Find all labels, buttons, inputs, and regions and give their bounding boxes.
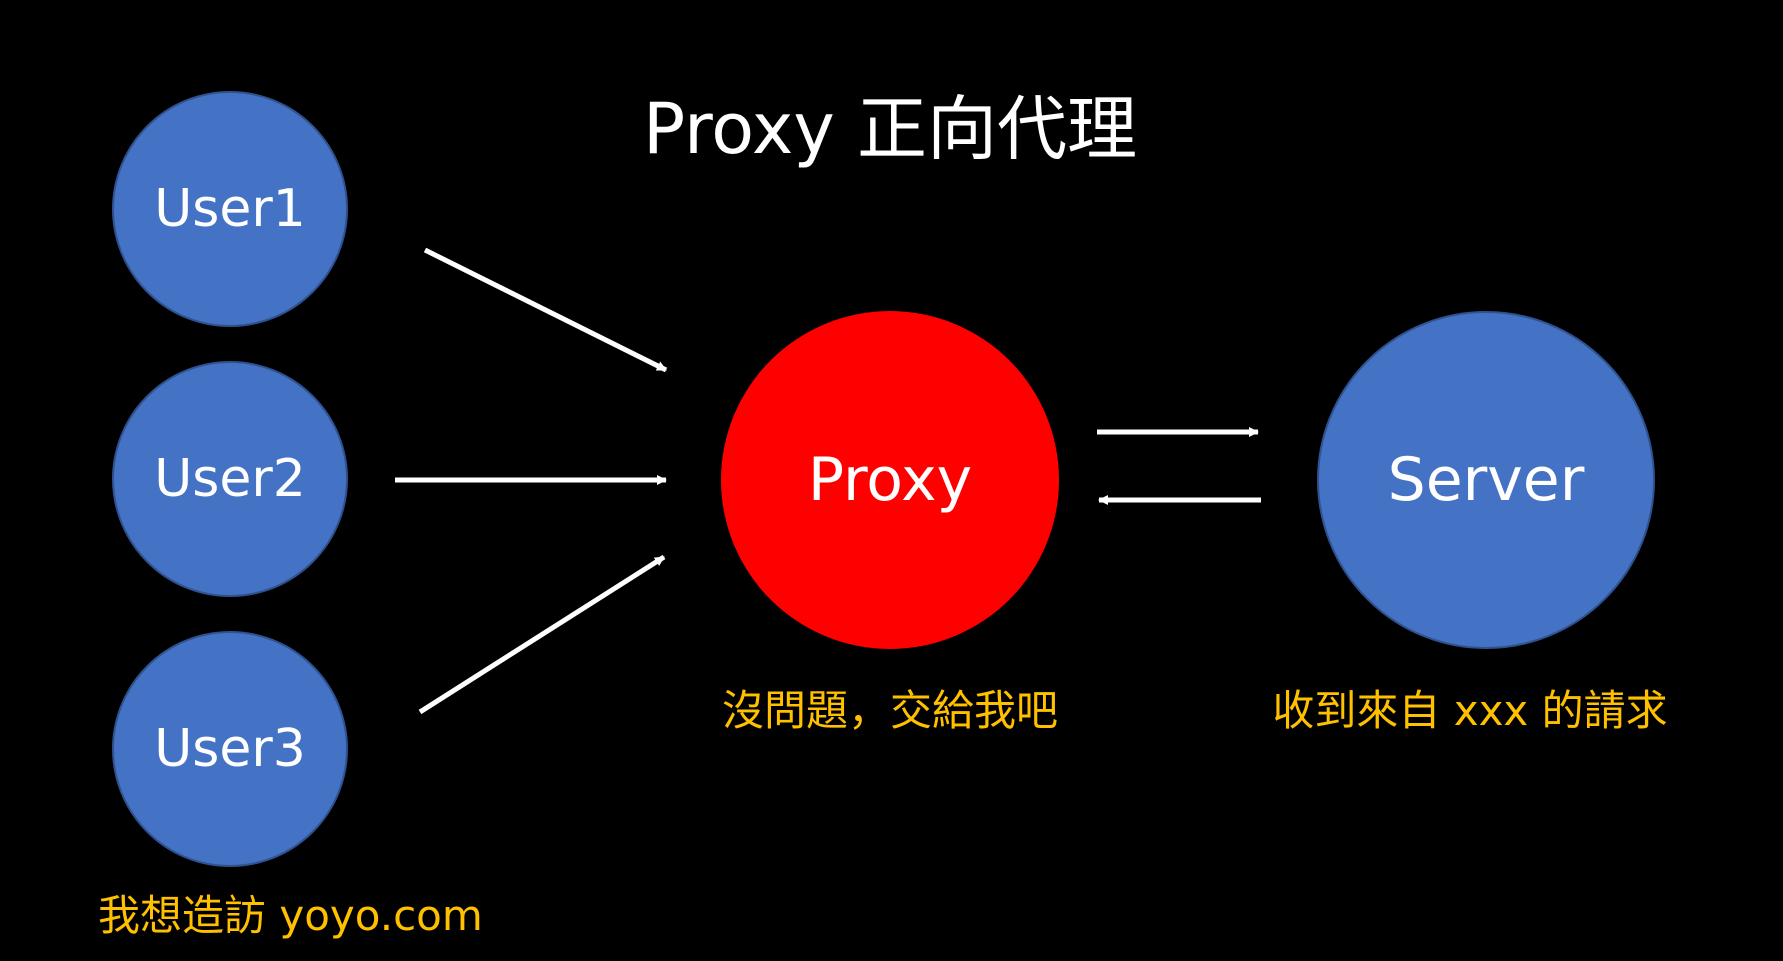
user2-node: User2 [112,361,348,597]
proxy-label: Proxy [807,445,973,515]
diagram-title: Proxy 正向代理 [643,88,1137,170]
proxy-node: Proxy [721,311,1059,649]
user3-label: User3 [154,719,306,779]
server-node: Server [1317,311,1655,649]
user2-label: User2 [154,449,306,509]
arrow-user1-to-proxy [423,247,668,373]
user3-node: User3 [112,631,348,867]
proxy-caption: 沒問題，交給我吧 [721,686,1058,735]
user1-label: User1 [154,179,306,239]
user1-node: User1 [112,91,348,327]
user-caption: 我想造訪 yoyo.com [98,891,483,940]
server-caption: 收到來自 xxx 的請求 [1272,686,1668,735]
arrow-user3-to-proxy [418,554,666,715]
server-label: Server [1387,445,1585,515]
